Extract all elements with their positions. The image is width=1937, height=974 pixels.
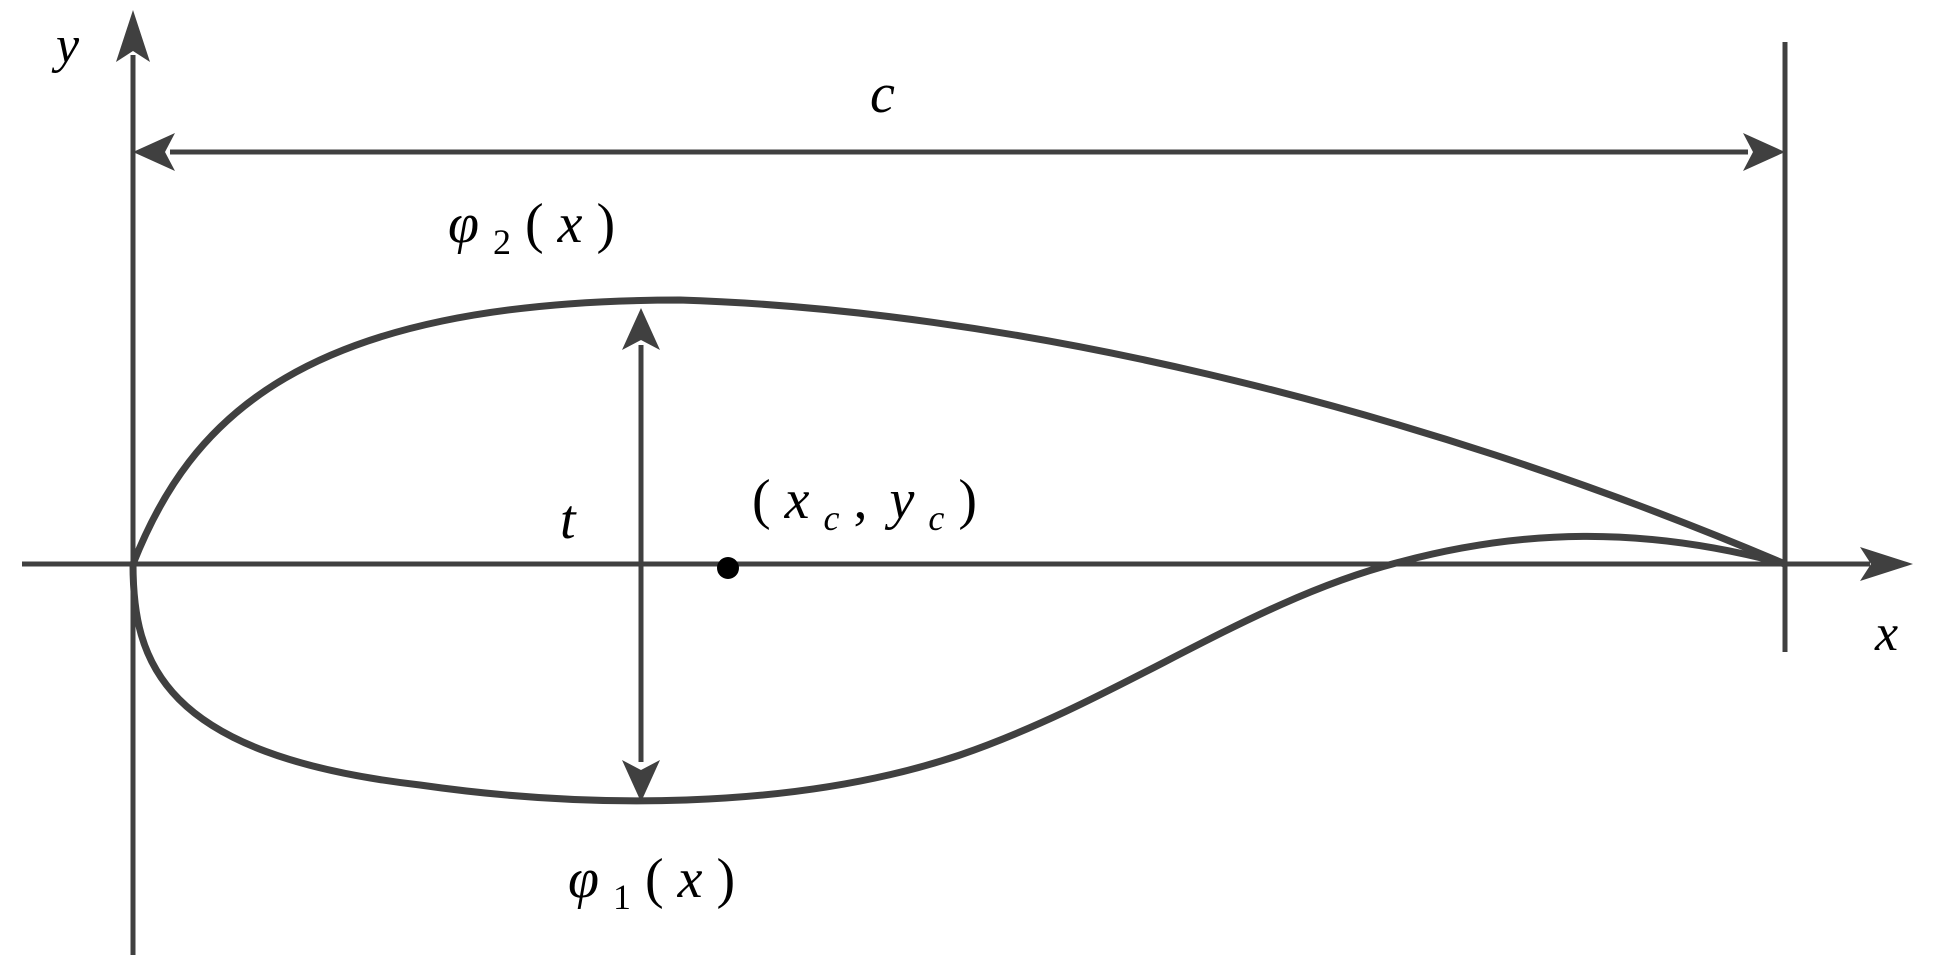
x-axis (22, 547, 1913, 581)
x-axis-label: x (1874, 605, 1898, 662)
upper-surface-label: φ 2 ( x ) (448, 193, 615, 267)
upper-surface-curve (129, 296, 1789, 568)
thickness-arrowhead-top (622, 308, 660, 350)
lower-surface-open-paren: ( (645, 848, 664, 910)
centroid-y: y (885, 469, 915, 531)
lower-surface-index: 1 (613, 877, 631, 917)
y-axis-arrowhead (116, 10, 150, 62)
chord-arrowhead-right (1743, 133, 1785, 171)
chord-label: c (870, 63, 895, 125)
upper-surface-close-paren: ) (597, 193, 616, 255)
thickness-arrowhead-bottom (622, 760, 660, 802)
upper-surface-open-paren: ( (525, 193, 544, 255)
lower-surface-curve (129, 532, 1789, 805)
chord-arrowhead-left (133, 133, 175, 171)
centroid-x-index: c (824, 498, 840, 538)
lower-surface-label: φ 1 ( x ) (568, 848, 735, 922)
upper-surface-func: φ (448, 193, 479, 255)
centroid-separator: , (854, 469, 868, 531)
y-axis (116, 10, 150, 955)
upper-surface-index: 2 (493, 222, 511, 262)
lower-surface-arg: x (677, 848, 703, 910)
lower-surface-func: φ (568, 848, 599, 910)
x-axis-arrowhead (1860, 547, 1913, 581)
lower-surface-close-paren: ) (717, 848, 736, 910)
upper-surface-arg: x (557, 193, 583, 255)
y-axis-label: y (51, 17, 80, 74)
chord-dimension-arrow (133, 133, 1785, 171)
centroid-open-paren: ( (752, 469, 771, 531)
centroid-y-index: c (928, 498, 944, 538)
centroid-x: x (784, 469, 810, 531)
centroid-label: ( x c , y c ) (752, 469, 977, 543)
thickness-dimension-arrow (622, 308, 660, 802)
centroid-point (717, 557, 739, 579)
thickness-label: t (560, 489, 577, 551)
centroid-close-paren: ) (958, 469, 977, 531)
